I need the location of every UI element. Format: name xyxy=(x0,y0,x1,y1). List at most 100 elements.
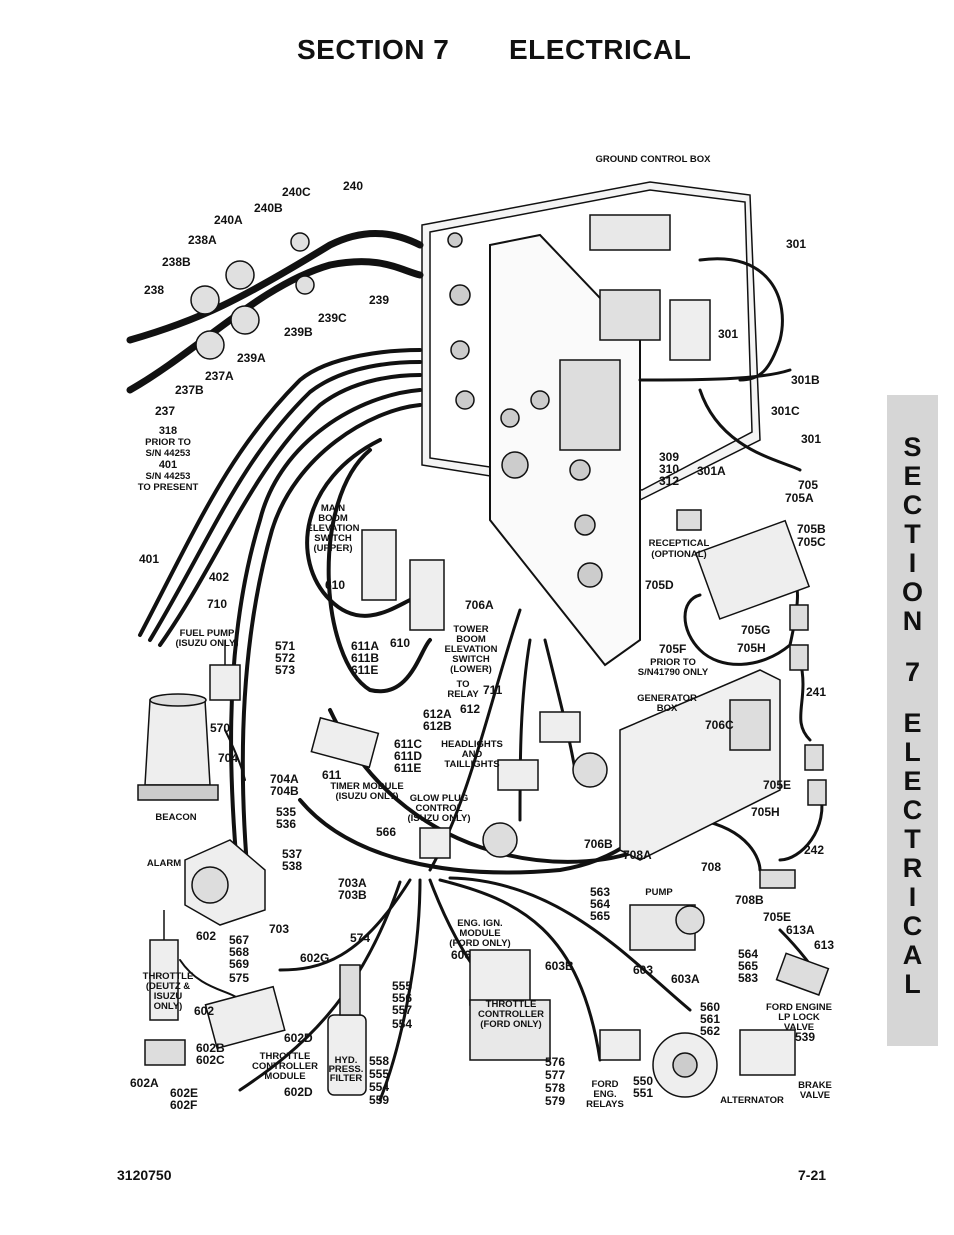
callout-574: 574 xyxy=(350,931,370,945)
callout-401: 401 xyxy=(139,552,159,566)
callout-703A: 703A xyxy=(338,876,367,890)
callout-706C: 706C xyxy=(705,718,734,732)
callout-554: 554 xyxy=(392,1017,412,1031)
receptacle-box-drawing xyxy=(694,519,811,620)
callout-611E-2: 611E xyxy=(394,761,421,775)
svg-text:(ISUZU ONLY): (ISUZU ONLY) xyxy=(176,638,239,649)
headlight-drawing xyxy=(482,711,608,858)
document-number: 3120750 xyxy=(117,1167,172,1183)
callout-238: 238 xyxy=(144,283,164,297)
callout-301a: 301 xyxy=(786,237,806,251)
callout-238A: 238A xyxy=(188,233,217,247)
callout-610: 610 xyxy=(325,578,345,592)
svg-text:SWITCH: SWITCH xyxy=(452,654,490,665)
callout-237A: 237A xyxy=(205,369,234,383)
callout-578: 578 xyxy=(545,1081,565,1095)
svg-text:RELAY: RELAY xyxy=(447,689,479,700)
callout-611: 611 xyxy=(322,768,342,782)
callout-536: 536 xyxy=(276,817,296,831)
callout-603A: 603A xyxy=(671,972,700,986)
callout-711: 711 xyxy=(483,683,503,697)
svg-text:BRAKE: BRAKE xyxy=(798,1080,832,1091)
callout-576: 576 xyxy=(545,1055,565,1069)
callout-558: 558 xyxy=(369,1054,389,1068)
svg-text:(LOWER): (LOWER) xyxy=(450,664,492,675)
svg-text:ALTERNATOR: ALTERNATOR xyxy=(720,1095,784,1106)
ford-lp-lock-valve-drawing xyxy=(775,952,830,996)
ford-relays-drawing xyxy=(599,1029,641,1061)
callout-312: 312 xyxy=(659,474,679,488)
callout-704A: 704A xyxy=(270,772,299,786)
component-captions: GROUND CONTROL BOX 318 PRIOR TO S/N 4425… xyxy=(138,154,832,1110)
svg-text:(FORD ONLY): (FORD ONLY) xyxy=(449,938,510,949)
svg-text:(ISUZU ONLY): (ISUZU ONLY) xyxy=(336,791,399,802)
callout-241: 241 xyxy=(806,685,826,699)
svg-text:BOOM: BOOM xyxy=(318,513,348,524)
wire-harness xyxy=(126,229,824,1102)
svg-text:RELAYS: RELAYS xyxy=(586,1099,624,1110)
beacon-drawing xyxy=(137,693,219,801)
inline-connectors-drawing xyxy=(759,604,827,889)
svg-text:PRIOR TO: PRIOR TO xyxy=(145,437,191,448)
callout-238B: 238B xyxy=(162,255,191,269)
callout-562: 562 xyxy=(700,1024,720,1038)
callout-705G: 705G xyxy=(741,623,770,637)
callout-573: 573 xyxy=(275,663,295,677)
callout-568: 568 xyxy=(229,945,249,959)
callout-603B: 603B xyxy=(545,959,574,973)
callout-560: 560 xyxy=(700,1000,720,1014)
caption-ground-control-box: GROUND CONTROL BOX xyxy=(596,154,712,165)
callout-242: 242 xyxy=(804,843,824,857)
callout-602A: 602A xyxy=(130,1076,159,1090)
svg-text:TAILLIGHTS: TAILLIGHTS xyxy=(444,759,499,770)
callout-563: 563 xyxy=(590,885,610,899)
svg-text:TOWER: TOWER xyxy=(453,624,488,635)
svg-text:VALVE: VALVE xyxy=(784,1022,814,1033)
svg-text:S/N41790 ONLY: S/N41790 ONLY xyxy=(638,667,709,678)
callout-703: 703 xyxy=(269,922,289,936)
callout-611B: 611B xyxy=(351,651,379,665)
svg-text:MAIN: MAIN xyxy=(321,503,345,514)
callout-611C: 611C xyxy=(394,737,422,751)
callout-559: 559 xyxy=(369,1093,389,1107)
svg-text:CONTROL: CONTROL xyxy=(416,803,463,814)
svg-text:ENG.: ENG. xyxy=(593,1089,616,1100)
svg-text:FORD ENGINE: FORD ENGINE xyxy=(766,1002,832,1013)
svg-text:PUMP: PUMP xyxy=(645,887,673,898)
svg-text:(FORD ONLY): (FORD ONLY) xyxy=(480,1019,541,1030)
callout-603: 603 xyxy=(633,963,653,977)
callout-565: 565 xyxy=(590,909,610,923)
svg-text:S/N 44253: S/N 44253 xyxy=(146,471,191,482)
callout-554b: 554 xyxy=(369,1080,389,1094)
svg-text:MODULE: MODULE xyxy=(264,1071,305,1082)
alternator-drawing xyxy=(652,1032,718,1098)
callout-705B: 705B xyxy=(797,522,826,536)
svg-text:BOOM: BOOM xyxy=(456,634,486,645)
callout-611E: 611E xyxy=(351,663,378,677)
callout-301C: 301C xyxy=(771,404,800,418)
pump-drawing xyxy=(629,904,705,951)
fuel-pump-drawing xyxy=(209,640,241,701)
svg-text:ELEVATION: ELEVATION xyxy=(445,644,498,655)
svg-text:MODULE: MODULE xyxy=(459,928,500,939)
svg-text:PRIOR TO: PRIOR TO xyxy=(650,657,696,668)
svg-text:THROTTLE: THROTTLE xyxy=(486,999,537,1010)
callout-705A: 705A xyxy=(785,491,814,505)
callout-570: 570 xyxy=(210,721,230,735)
eng-ign-module-drawing xyxy=(469,949,531,1006)
svg-text:318: 318 xyxy=(159,425,177,437)
callout-705C: 705C xyxy=(797,535,826,549)
callout-583: 583 xyxy=(738,971,758,985)
svg-text:CONTROLLER: CONTROLLER xyxy=(478,1009,544,1020)
callout-706A: 706A xyxy=(465,598,494,612)
callout-606: 606 xyxy=(451,948,471,962)
svg-text:AND: AND xyxy=(462,749,483,760)
callout-555: 555 xyxy=(392,979,412,993)
callout-569: 569 xyxy=(229,957,249,971)
callout-237: 237 xyxy=(155,404,175,418)
generator-box-drawing xyxy=(619,669,781,861)
svg-text:LP LOCK: LP LOCK xyxy=(778,1012,820,1023)
callout-708B: 708B xyxy=(735,893,764,907)
callout-561: 561 xyxy=(700,1012,720,1026)
